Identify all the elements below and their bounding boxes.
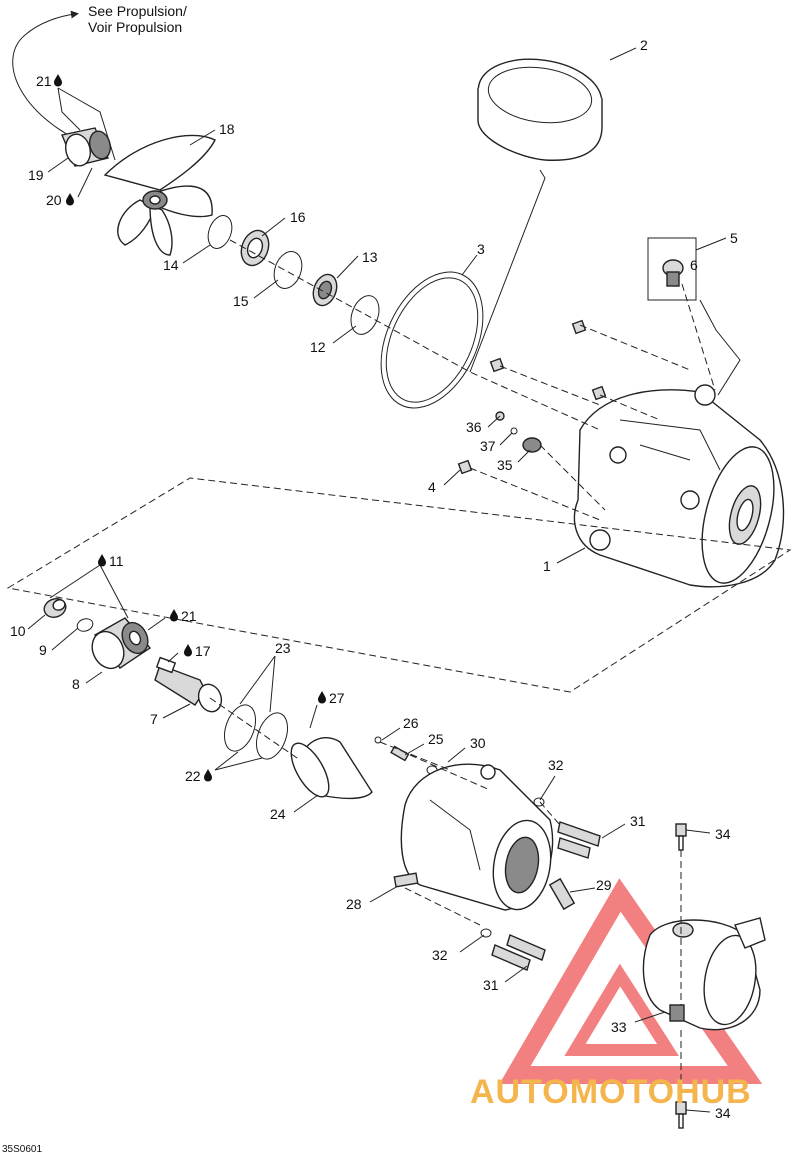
- bolts-31-32: [480, 797, 601, 971]
- oil-drop-icon: [184, 644, 192, 657]
- callout-34-upper: 34: [715, 826, 731, 842]
- oil-drop-icon: [66, 193, 74, 206]
- callout-5: 5: [730, 230, 738, 246]
- callout-10: 10: [10, 623, 26, 639]
- callout-number: 17: [195, 643, 211, 659]
- callout-36: 36: [466, 419, 482, 435]
- part-5-6-plug: [647, 237, 697, 301]
- callout-13: 13: [362, 249, 378, 265]
- leader-lines: [27, 47, 741, 1113]
- part-12-o-ring: [350, 295, 380, 335]
- callout-9: 9: [39, 642, 47, 658]
- callout-19: 19: [28, 167, 44, 183]
- callout-number: 22: [185, 768, 201, 784]
- callout-21-top: 21: [36, 73, 62, 89]
- callout-6: 6: [690, 257, 698, 273]
- callout-16: 16: [290, 209, 306, 225]
- callout-labels: 21 19 20 18 14 16 15 13 12 2 3 5 6 36 37…: [10, 37, 738, 1121]
- oil-drop-icon: [170, 609, 178, 622]
- callout-31-upper: 31: [630, 813, 646, 829]
- part-2-wear-ring: [477, 58, 603, 161]
- callout-number: 11: [109, 553, 124, 569]
- callout-18: 18: [219, 121, 235, 137]
- propulsion-note: See Propulsion/ Voir Propulsion: [88, 3, 187, 35]
- part-13-bearing: [312, 273, 338, 307]
- callout-35: 35: [497, 457, 513, 473]
- callout-31-lower: 31: [483, 977, 499, 993]
- part-24-cone: [290, 737, 373, 800]
- part-15-ring: [273, 251, 303, 289]
- callout-1: 1: [543, 558, 551, 574]
- callout-22: 22: [185, 768, 212, 784]
- watermark-text: AUTOMOTOHUB: [470, 1073, 752, 1111]
- callout-25: 25: [428, 731, 444, 747]
- callout-34-lower: 34: [715, 1105, 731, 1121]
- propulsion-note-line-1: See Propulsion/: [88, 3, 187, 19]
- callout-number: 21: [181, 608, 197, 624]
- callout-number: 21: [36, 73, 52, 89]
- part-16-seal: [240, 229, 270, 267]
- callout-4: 4: [428, 479, 436, 495]
- part-19-sleeve: [61, 127, 112, 167]
- callout-14: 14: [163, 257, 179, 273]
- callout-26: 26: [403, 715, 419, 731]
- callout-3: 3: [477, 241, 485, 257]
- propulsion-reference: [12, 10, 101, 151]
- figure-code: 35S0601: [2, 1144, 42, 1155]
- part-33-nozzle: [642, 917, 766, 1031]
- oil-drop-icon: [204, 769, 212, 782]
- part-10-sleeve: [43, 598, 67, 618]
- housing-bolts: [457, 319, 607, 475]
- assembly-lines: [6, 239, 792, 1100]
- part-9-ring: [76, 618, 94, 632]
- callout-2: 2: [640, 37, 648, 53]
- callout-27: 27: [318, 690, 345, 706]
- oil-drop-icon: [318, 691, 326, 704]
- callout-37: 37: [480, 438, 496, 454]
- callout-20: 20: [46, 192, 74, 208]
- callout-number: 20: [46, 192, 62, 208]
- callout-32-upper: 32: [548, 757, 564, 773]
- callout-12: 12: [310, 339, 326, 355]
- callout-7: 7: [150, 711, 158, 727]
- part-8-bearing-housing: [91, 617, 152, 670]
- callout-17: 17: [184, 643, 211, 659]
- callout-33: 33: [611, 1019, 627, 1035]
- callout-23: 23: [275, 640, 291, 656]
- part-1-pump-housing: [573, 384, 785, 588]
- callout-24: 24: [270, 806, 286, 822]
- part-28-29-venturi: [393, 763, 576, 911]
- callout-28: 28: [346, 896, 362, 912]
- oil-drop-icon: [98, 554, 106, 567]
- part-7-shaft: [154, 656, 223, 713]
- callout-8: 8: [72, 676, 80, 692]
- callout-21-middle: 21: [170, 608, 197, 624]
- oil-drop-icon: [54, 74, 62, 87]
- part-14-circlip: [207, 215, 233, 249]
- callout-11: 11: [98, 553, 124, 569]
- callout-30: 30: [470, 735, 486, 751]
- propulsion-note-line-2: Voir Propulsion: [88, 19, 182, 35]
- part-18-impeller: [103, 134, 216, 256]
- callout-32-lower: 32: [432, 947, 448, 963]
- callout-15: 15: [233, 293, 249, 309]
- part-23-o-rings: [223, 704, 289, 760]
- callout-number: 27: [329, 690, 345, 706]
- callout-29: 29: [596, 877, 612, 893]
